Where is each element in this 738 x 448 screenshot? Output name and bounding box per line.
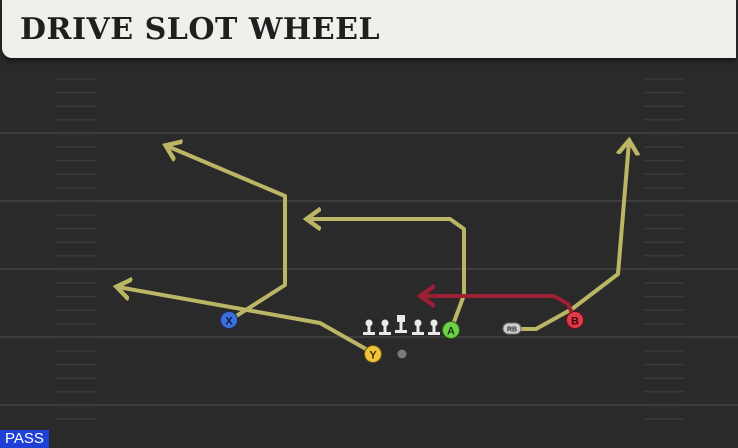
lineman [363,319,375,335]
route-y [118,287,375,355]
offensive-line [363,315,440,335]
lineman [379,319,391,335]
route-a [308,219,466,332]
hash-marks-right [644,78,684,420]
yard-lines [0,132,738,406]
player-b[interactable]: B [566,311,584,329]
center [395,315,407,333]
player-y[interactable]: Y [364,345,382,363]
player-b-label: B [571,316,579,328]
player-x-label: X [225,316,233,328]
play-field: X Y A B RB [0,58,738,448]
title-bar: DRIVE SLOT WHEEL [2,0,736,58]
player-a-label: A [447,326,455,338]
player-y-label: Y [369,350,377,362]
lineman [428,319,440,335]
hash-marks-left [56,78,96,420]
play-title: DRIVE SLOT WHEEL [20,12,381,47]
quarterback [397,349,407,359]
player-x[interactable]: X [220,311,238,329]
player-rb[interactable]: RB [502,322,522,335]
field-turf [0,58,738,448]
play-type-badge: PASS [0,430,49,448]
lineman [412,319,424,335]
player-rb-label: RB [507,327,517,334]
player-a[interactable]: A [442,321,460,339]
route-x [167,146,287,322]
